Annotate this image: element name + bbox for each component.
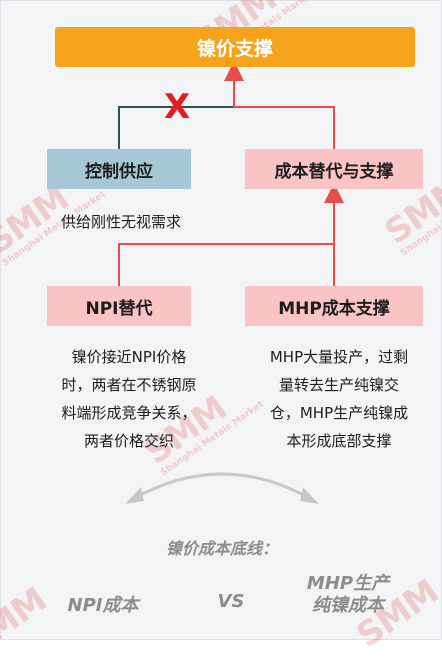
control-supply-box: 控制供应 — [47, 149, 191, 189]
npi-substitution-box: NPI替代 — [47, 286, 191, 326]
connector-lines: X — [118, 61, 344, 504]
mhp-cost-line: 纯镍成本 — [312, 595, 384, 616]
mhp-cost-support-box: MHP成本支撑 — [245, 286, 423, 326]
mhp-note-line: 仓，MHP生产纯镍成 — [269, 404, 409, 422]
cost-to-top-arrow — [224, 61, 335, 149]
npi-to-cost-connector — [118, 243, 334, 286]
cost-substitution-box: 成本替代与支撑 — [245, 149, 423, 189]
blocked-mark: X — [164, 87, 190, 127]
mhp-note-line: 本形成底部支撑 — [286, 432, 392, 450]
mhp-pure-nickel-cost-label: MHP生产 纯镍成本 — [293, 573, 403, 617]
curve-arrowhead-left — [125, 487, 144, 504]
npi-note-line: 两者价格交织 — [83, 432, 174, 450]
cost-floor-subtitle: 镍价成本底线： — [165, 539, 278, 558]
mhp-cost-line: MHP生产 — [306, 573, 390, 594]
comparison-curve-arrow — [132, 472, 312, 501]
supply-connector — [118, 106, 234, 149]
curve-arrowhead-right — [300, 487, 319, 504]
mhp-note: MHP大量投产，过剩 量转去生产纯镍交 仓，MHP生产纯镍成 本形成底部支撑 — [241, 343, 437, 455]
supply-note: 供给刚性无视需求 — [61, 213, 182, 231]
nickel-price-support-box: 镍价支撑 — [55, 27, 415, 67]
npi-note: 镍价接近NPI价格 时，两者在不锈钢原 料端形成竞争关系， 两者价格交织 — [29, 343, 229, 455]
npi-note-line: 镍价接近NPI价格 — [71, 348, 187, 366]
mhp-note-line: MHP大量投产，过剩 — [269, 348, 409, 366]
npi-cost-label: NPI成本 — [67, 595, 139, 616]
versus-label: VS — [217, 591, 245, 612]
npi-note-line: 时，两者在不锈钢原 — [61, 376, 197, 394]
npi-note-line: 料端形成竞争关系， — [61, 404, 197, 422]
mhp-note-line: 量转去生产纯镍交 — [278, 376, 399, 394]
